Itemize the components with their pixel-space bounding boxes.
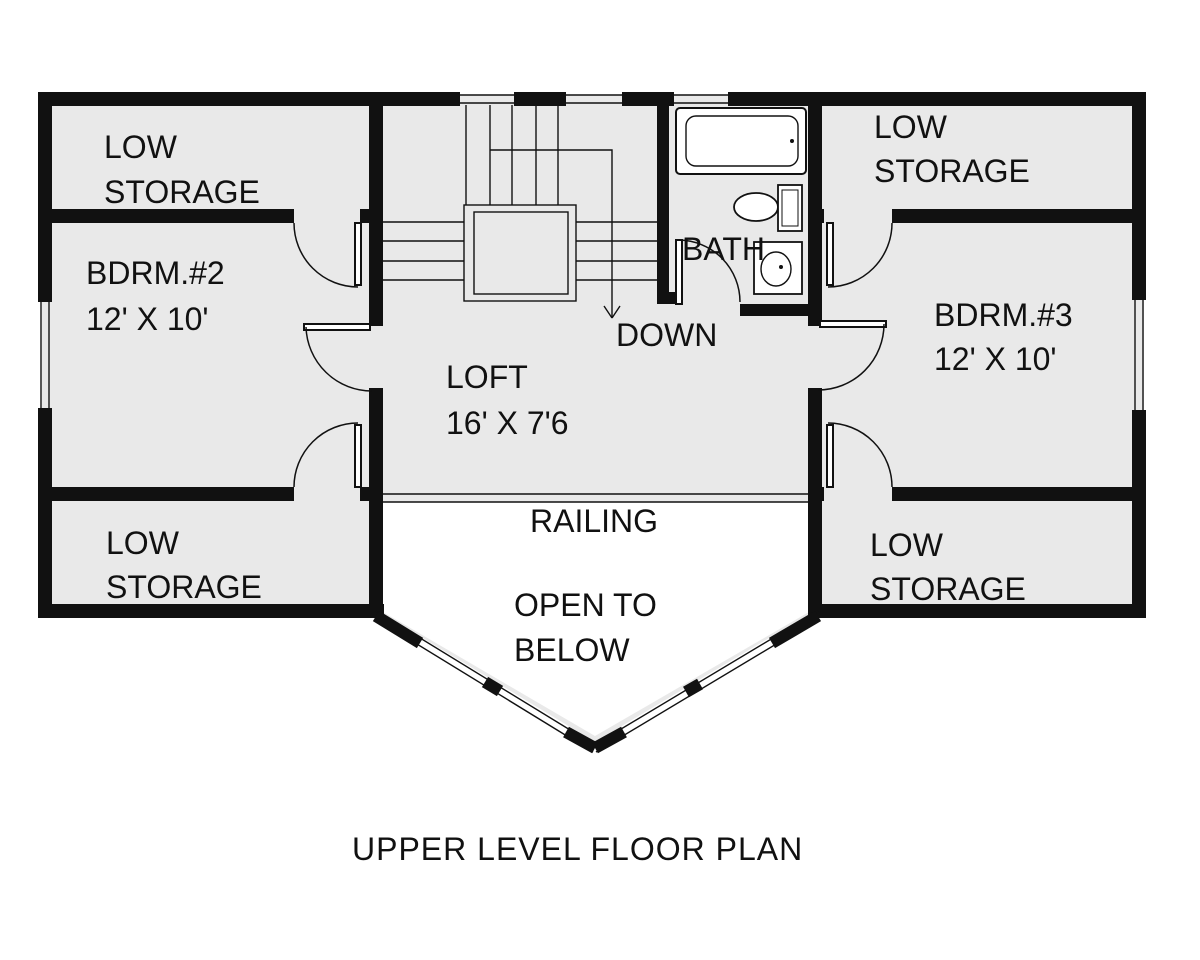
storage-top-right-line2: STORAGE — [874, 153, 1030, 189]
storage-top-right-line1: LOW — [874, 109, 948, 145]
storage-top-left-line2: STORAGE — [104, 174, 260, 210]
door-bdrm2-loft — [303, 323, 373, 392]
loft-size: 16' X 7'6 — [446, 405, 569, 441]
walls — [38, 92, 1146, 618]
storage-top-left-line1: LOW — [104, 129, 178, 165]
open-to-below-line1: OPEN TO — [514, 587, 657, 623]
storage-bottom-right-line2: STORAGE — [870, 571, 1026, 607]
door-bath — [675, 239, 741, 305]
door-bdrm3-loft — [817, 320, 887, 391]
open-to-below-area — [383, 502, 809, 736]
bathtub — [675, 107, 807, 175]
bedroom3-name: BDRM.#3 — [934, 297, 1073, 333]
storage-bottom-right-line1: LOW — [870, 527, 944, 563]
bay-window-walls — [372, 610, 822, 754]
door-bdrm2-storage — [293, 222, 362, 288]
bath-label: BATH — [682, 231, 765, 267]
open-to-below-line2: BELOW — [514, 632, 630, 668]
stairs-down-label: DOWN — [616, 317, 717, 353]
bedroom3-size: 12' X 10' — [934, 341, 1057, 377]
loft-name: LOFT — [446, 359, 528, 395]
storage-bottom-left-line1: LOW — [106, 525, 180, 561]
plan-title: UPPER LEVEL FLOOR PLAN — [352, 831, 803, 867]
bedroom2-size: 12' X 10' — [86, 301, 209, 337]
door-bdrm2-storage-lower — [293, 422, 362, 488]
windows — [40, 94, 1144, 410]
stair — [383, 105, 662, 319]
storage-bottom-left-line2: STORAGE — [106, 569, 262, 605]
bedroom2-name: BDRM.#2 — [86, 255, 225, 291]
toilet — [733, 184, 803, 232]
door-bdrm3-storage-lower — [826, 422, 893, 488]
door-bdrm3-storage — [826, 222, 893, 288]
railing-label: RAILING — [530, 503, 658, 539]
sink — [753, 241, 803, 295]
railing — [383, 493, 809, 503]
